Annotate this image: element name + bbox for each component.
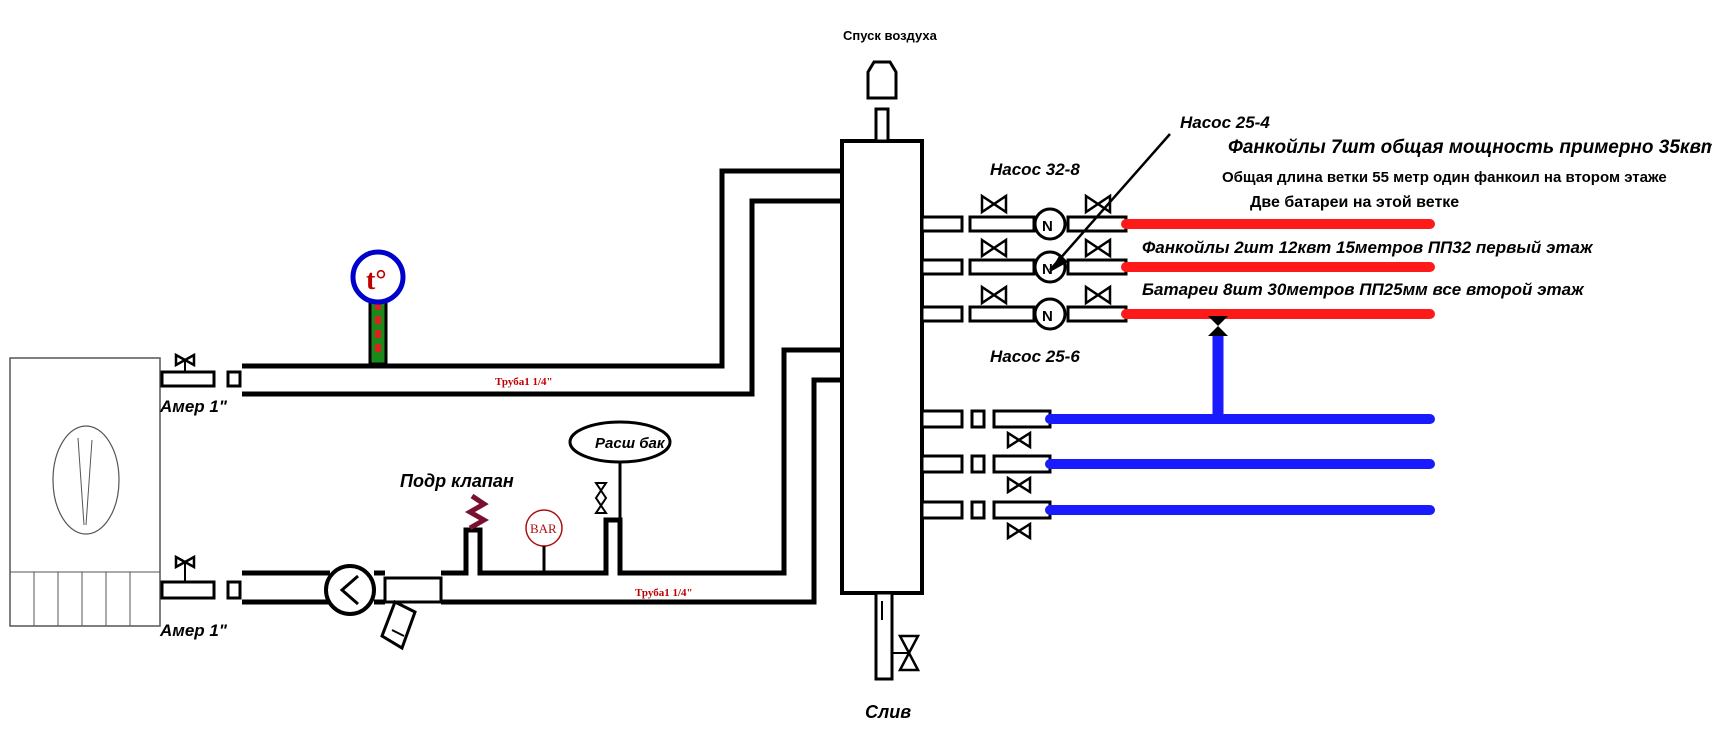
makeup-valve-icon [464,493,490,531]
pump-32-8-label: Насос 32-8 [990,160,1080,179]
ball-valve-icon [174,352,196,372]
pump-25-6-label: Насос 25-6 [990,347,1080,366]
amer-fitting-top [160,370,216,388]
pipe-bottom-label: Труба1 1/4" [635,587,693,599]
amer-top-label: Амер 1" [159,397,228,416]
annotations: Насос 32-8 Насос 25-4 Насос 25-6 Фанкойл… [990,113,1712,366]
branch-length-note: Общая длина ветки 55 метр один фанкоил н… [1222,169,1667,186]
pressure-gauge-label: BAR [530,521,557,536]
boiler-burner-window [52,425,120,535]
two-radiators-note: Две батареи на этой ветке [1250,194,1459,211]
air-vent-label: Спуск воздуха [843,28,938,43]
boiler-return-line: BAR Расш бак Амер 1" Труба1 1/4" Подр кл… [159,347,840,651]
amer-fitting-bottom [160,580,216,600]
expansion-tank-label: Расш бак [595,435,666,452]
ball-valve-icon [174,554,196,582]
pump-25-4-label: Насос 25-4 [1180,113,1270,132]
pump-symbol: N [1042,218,1053,235]
thermometer-symbol: t° [366,265,387,296]
circulation-pump-icon [324,564,376,616]
bypass-valve-icon [1208,316,1228,418]
pipe-top-label: Труба1 1/4" [495,376,553,388]
radiators-second-floor-note: Батареи 8шт 30метров ПП25мм все второй э… [1142,280,1585,299]
makeup-valve-label: Подр клапан [400,471,514,491]
return-branch-2 [920,454,1435,495]
supply-branch-3: N [920,284,1435,331]
pressure-gauge-icon: BAR [525,509,563,573]
return-branch-1 [920,409,1435,450]
fancoils-title: Фанкойлы 7шт общая мощность примерно 35к… [1228,137,1712,158]
expansion-tank-icon: Расш бак [568,420,672,520]
pump-symbol: N [1042,261,1053,278]
amer-bottom-label: Амер 1" [159,621,228,640]
boiler [9,357,161,627]
strainer-icon [380,576,443,651]
boiler-supply-line: t° Амер 1" Труба1 1/4" [159,168,840,416]
hydraulic-separator: Спуск воздуха Слив [840,28,938,722]
pointer-arrow [1049,133,1171,271]
drain-valve-icon [874,591,921,681]
pump-symbol: N [1042,308,1053,325]
supply-branch-2: N [920,237,1435,284]
return-branches [920,409,1435,541]
supply-branches: N N N [920,133,1435,418]
thermometer-icon: t° [350,249,406,366]
air-vent-icon [866,60,898,143]
return-branch-3 [920,500,1435,541]
fancoils-first-floor-note: Фанкойлы 2шт 12квт 15метров ПП32 первый … [1142,238,1594,257]
drain-label: Слив [865,702,911,722]
supply-branch-1: N [920,193,1435,241]
